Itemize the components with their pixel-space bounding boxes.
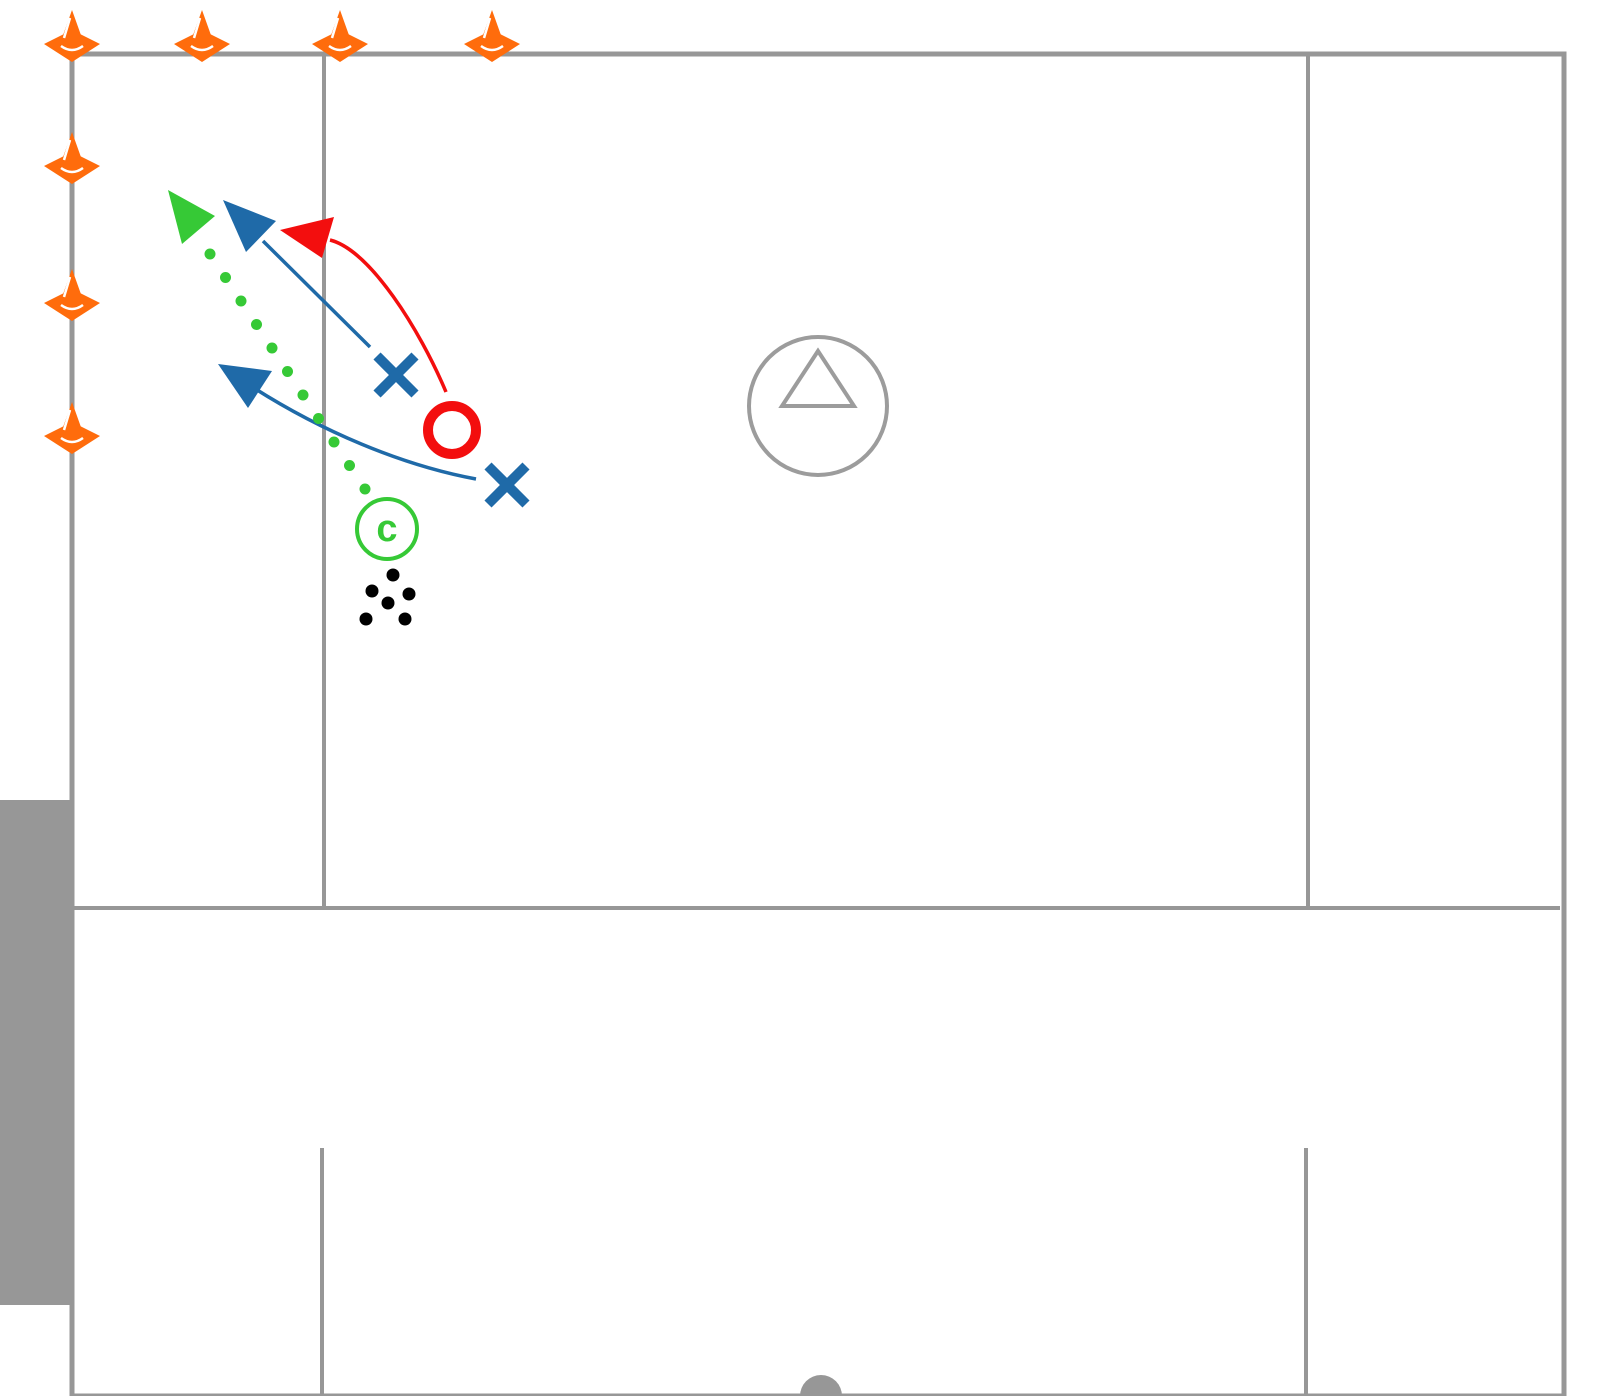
attacker-1-path: [261, 239, 372, 349]
cones: [44, 10, 520, 454]
movement-paths: [168, 190, 477, 495]
coach-path-dot: [344, 460, 355, 471]
coach-path-dot: [204, 248, 216, 260]
coach-c-icon: [355, 497, 419, 561]
goal-icon: [747, 335, 889, 477]
x-marker-icon: [484, 462, 530, 508]
defender[interactable]: [423, 401, 481, 459]
coach-path-dot: [220, 272, 231, 283]
defender-arrowhead: [280, 217, 334, 258]
traffic-cone-icon: [44, 402, 100, 454]
coach[interactable]: c: [355, 497, 419, 561]
attacker-2-path: [253, 386, 477, 481]
attacker-2-arrowhead: [218, 364, 272, 408]
traffic-cone-icon: [44, 269, 100, 321]
coach-path-dot: [359, 483, 371, 495]
x-marker-icon: [373, 352, 419, 398]
coach-path: [204, 248, 371, 495]
coach-path-dot: [266, 342, 278, 354]
field-inner-lines: [72, 54, 1560, 1396]
traffic-cone-icon: [44, 132, 100, 184]
defender-path: [329, 238, 448, 393]
ball-pile-icon: [359, 568, 416, 626]
traffic-cone-icon: [312, 10, 368, 62]
attacker-1[interactable]: [373, 352, 419, 398]
coach-path-dot: [328, 436, 340, 448]
attacker-2[interactable]: [484, 462, 530, 508]
traffic-cone-icon: [464, 10, 520, 62]
coach-arrowhead: [168, 190, 215, 244]
coach-letter: c: [376, 508, 397, 550]
bench-area: [0, 800, 70, 1305]
field-lines: [69, 51, 1567, 1396]
attacker-1-arrowhead: [223, 200, 276, 252]
coach-path-dot: [297, 389, 309, 401]
coach-path-dot: [251, 319, 262, 330]
traffic-cone-icon: [44, 10, 100, 62]
traffic-cone-icon: [174, 10, 230, 62]
o-marker-icon: [423, 401, 481, 459]
center-x-marker: [800, 1375, 842, 1396]
field-boundary: [69, 51, 1567, 1396]
coach-path-dot: [313, 413, 324, 424]
coach-path-dot: [235, 295, 247, 307]
coach-path-dot: [282, 366, 293, 377]
